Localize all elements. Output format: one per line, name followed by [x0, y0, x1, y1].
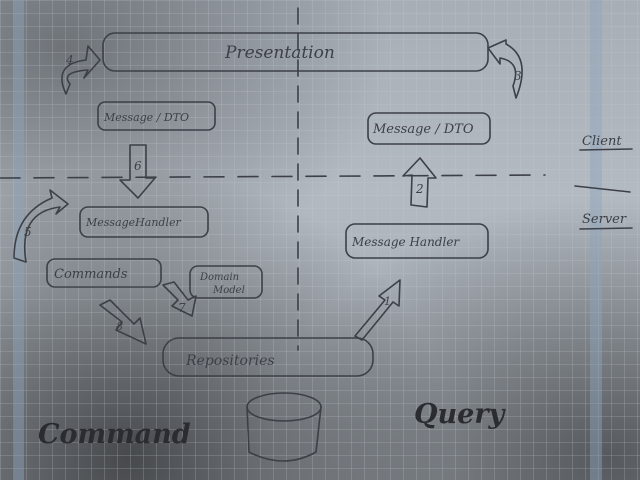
database-icon [246, 392, 322, 462]
message-handler-right-box [345, 223, 489, 259]
domain-model-label-line1: Domain [199, 272, 239, 283]
arrow-4 [61, 45, 101, 95]
message-dto-left-box [97, 101, 216, 131]
domain-model-box [189, 265, 263, 299]
arrow-3 [487, 39, 523, 99]
server-label: Server [582, 212, 627, 227]
arrow-1 [354, 279, 401, 341]
step-3-number: 3 [514, 69, 522, 83]
step-8-number: 8 [116, 320, 123, 333]
client-server-divider-right [574, 185, 631, 193]
presentation-label: Presentation [224, 43, 335, 63]
commands-label: Commands [54, 267, 128, 282]
step-5-number: 5 [24, 225, 32, 239]
step-4-number: 4 [65, 53, 74, 67]
command-label: Command [38, 419, 191, 450]
client-underline [579, 148, 633, 151]
domain-model-label-line2: Model [212, 285, 245, 296]
arrow-7 [162, 281, 197, 317]
right-margin-band [590, 0, 602, 480]
presentation-box [102, 32, 489, 72]
repositories-box [162, 337, 374, 377]
message-handler-left-label: MessageHandler [85, 216, 181, 229]
message-handler-right-label: Message Handler [351, 235, 460, 249]
message-dto-right-label: Message / DTO [372, 122, 474, 137]
commands-box [46, 258, 162, 288]
step-1-number: 1 [384, 295, 391, 308]
repositories-label: Repositories [185, 353, 275, 369]
step-6-number: 6 [134, 159, 142, 173]
client-label: Client [582, 134, 622, 149]
client-server-divider [0, 174, 546, 179]
arrow-5 [13, 189, 69, 263]
arrow-6 [119, 144, 156, 199]
step-7-number: 7 [178, 301, 186, 315]
step-2-number: 2 [415, 182, 424, 196]
arrow-2 [402, 157, 437, 208]
message-dto-left-label: Message / DTO [103, 111, 189, 124]
query-label: Query [414, 399, 507, 430]
message-dto-right-box [367, 112, 491, 145]
left-margin-band [14, 0, 24, 480]
arrow-8 [99, 299, 147, 345]
message-handler-left-box [79, 206, 209, 238]
server-underline [579, 227, 633, 230]
